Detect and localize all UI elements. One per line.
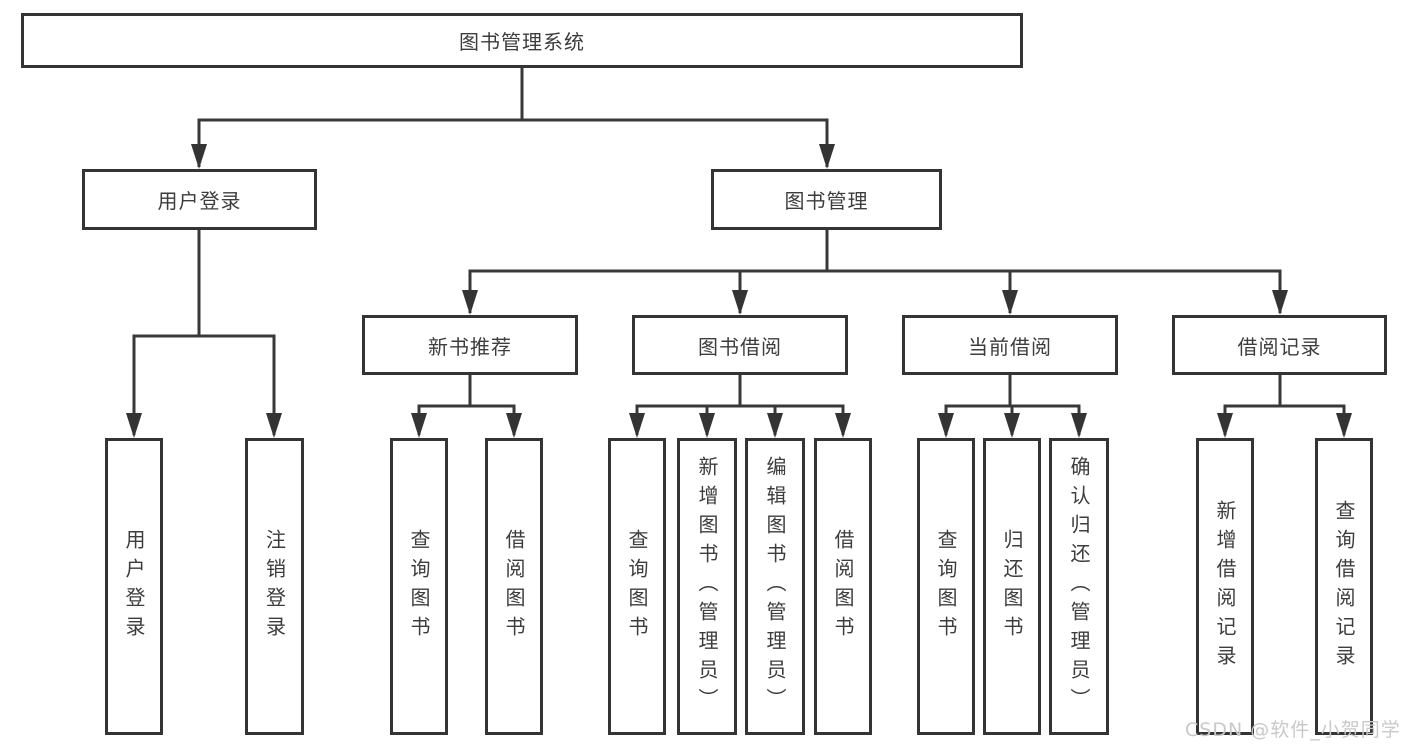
leaf-user-login: 用户登录: [105, 438, 163, 735]
node-label: 图书管理系统: [459, 30, 585, 54]
node-borrow-record: 借阅记录: [1172, 315, 1387, 375]
node-label: 图书借阅: [698, 334, 782, 359]
leaf-label: 确认归还（管理员）: [1067, 456, 1091, 717]
node-current-borrow: 当前借阅: [902, 315, 1118, 375]
csdn-watermark: CSDN @软件_小贺同学: [1185, 719, 1401, 741]
leaf-label: 查询借阅记录: [1332, 499, 1356, 674]
leaf-borrow-books-recommend: 借阅图书: [485, 438, 543, 735]
leaf-label: 归还图书: [1000, 528, 1024, 645]
leaf-borrow-books: 借阅图书: [814, 438, 872, 735]
node-book-management: 图书管理: [711, 169, 942, 230]
node-label: 当前借阅: [968, 334, 1052, 359]
leaf-label: 借阅图书: [502, 528, 526, 645]
node-label: 用户登录: [157, 189, 242, 213]
leaf-label: 编辑图书（管理员）: [763, 456, 787, 717]
leaf-label: 查询图书: [625, 528, 649, 645]
node-label: 图书管理: [784, 189, 869, 213]
leaf-query-books-recommend: 查询图书: [390, 438, 448, 735]
leaf-query-books-borrow: 查询图书: [608, 438, 666, 735]
leaf-query-books-current: 查询图书: [917, 438, 975, 735]
leaf-logout: 注销登录: [245, 438, 304, 735]
node-library-management-system: 图书管理系统: [21, 13, 1023, 68]
node-label: 借阅记录: [1237, 334, 1322, 359]
leaf-query-borrow-record: 查询借阅记录: [1315, 438, 1373, 735]
node-user-login: 用户登录: [82, 169, 317, 230]
arrowheads: [126, 144, 1352, 438]
leaf-label: 查询图书: [407, 528, 431, 645]
leaf-confirm-return-admin: 确认归还（管理员）: [1049, 438, 1109, 735]
leaf-label: 新增图书（管理员）: [695, 456, 719, 717]
leaf-return-books: 归还图书: [983, 438, 1041, 735]
leaf-label: 借阅图书: [831, 528, 855, 645]
leaf-label: 新增借阅记录: [1213, 499, 1237, 674]
leaf-label: 用户登录: [122, 528, 146, 645]
leaf-label: 查询图书: [934, 528, 958, 645]
leaf-add-books-admin: 新增图书（管理员）: [677, 438, 737, 735]
node-book-borrow: 图书借阅: [632, 315, 848, 375]
node-new-book-recommend: 新书推荐: [362, 315, 578, 375]
node-label: 新书推荐: [428, 334, 512, 359]
leaf-edit-books-admin: 编辑图书（管理员）: [745, 438, 805, 735]
leaf-label: 注销登录: [262, 528, 287, 645]
leaf-add-borrow-record: 新增借阅记录: [1196, 438, 1254, 735]
